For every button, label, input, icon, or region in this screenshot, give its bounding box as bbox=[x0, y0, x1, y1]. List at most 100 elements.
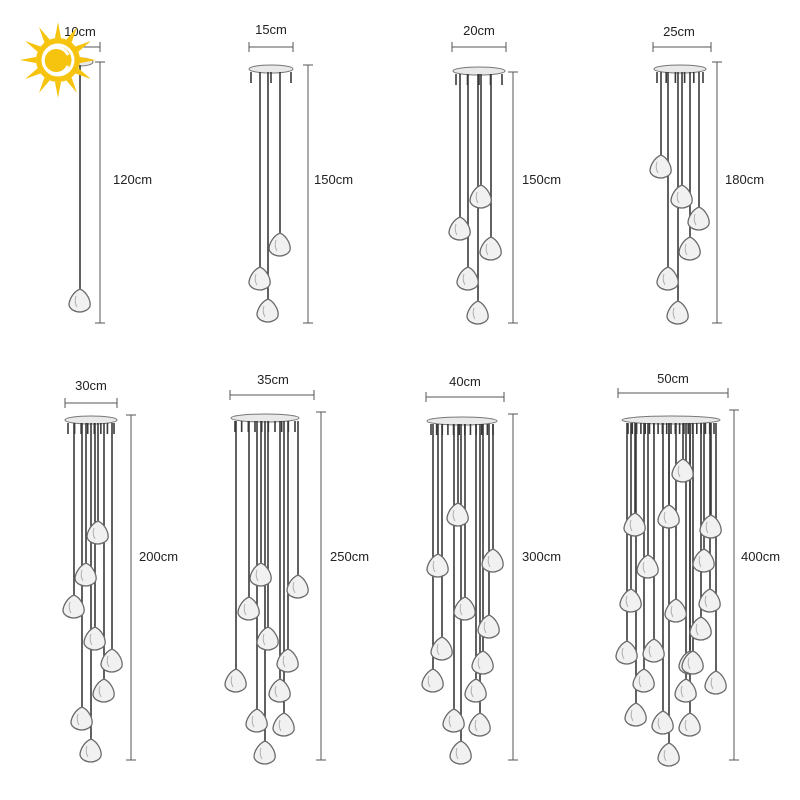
width-dimension: 20cm bbox=[451, 23, 507, 52]
width-label: 15cm bbox=[255, 22, 287, 37]
height-dimension: 200cm bbox=[126, 414, 178, 761]
pendant-shade bbox=[92, 678, 115, 703]
pendant-shade bbox=[666, 300, 689, 325]
width-label: 40cm bbox=[449, 374, 481, 389]
pendant-shade bbox=[678, 712, 701, 737]
lamp-diagram: 35cm 250cm bbox=[224, 372, 369, 765]
ceiling-canopy bbox=[248, 64, 294, 74]
width-dimension: 40cm bbox=[425, 374, 505, 402]
pendant-shade bbox=[249, 562, 272, 587]
height-label: 120cm bbox=[113, 172, 152, 187]
pendant-shade bbox=[421, 668, 444, 693]
pendant-shade bbox=[632, 668, 655, 693]
pendant-shade bbox=[442, 708, 465, 733]
lamp-diagram: 50cm 400cm bbox=[615, 371, 780, 767]
pendant-shade bbox=[224, 668, 247, 693]
height-dimension: 180cm bbox=[712, 61, 764, 324]
height-label: 150cm bbox=[522, 172, 561, 187]
pendant-shade bbox=[253, 740, 276, 765]
lamp-diagram: 40cm 300cm bbox=[421, 374, 561, 765]
pendant-shade bbox=[70, 706, 93, 731]
pendant-shade bbox=[426, 553, 449, 578]
pendant-shade bbox=[698, 588, 721, 613]
width-label: 50cm bbox=[657, 371, 689, 386]
fixture bbox=[615, 415, 727, 767]
lamp-diagram: 25cm 180cm bbox=[649, 24, 764, 325]
height-label: 150cm bbox=[314, 172, 353, 187]
pendant-shade bbox=[245, 708, 268, 733]
pendant-shade bbox=[268, 232, 291, 257]
fixture bbox=[224, 413, 309, 765]
pendant-shade bbox=[664, 598, 687, 623]
pendant-shade bbox=[74, 562, 97, 587]
pendant-shade bbox=[671, 458, 694, 483]
height-label: 200cm bbox=[139, 549, 178, 564]
pendant-shade bbox=[624, 702, 647, 727]
height-label: 180cm bbox=[725, 172, 764, 187]
pendant-shade bbox=[237, 596, 260, 621]
pendant-shade bbox=[68, 288, 91, 313]
pendant-shade bbox=[466, 300, 489, 325]
cord-bundle bbox=[234, 421, 299, 742]
ceiling-canopy bbox=[452, 66, 506, 76]
pendant-shade bbox=[268, 678, 291, 703]
width-label: 35cm bbox=[257, 372, 289, 387]
pendant-shade bbox=[453, 596, 476, 621]
pendant-shade bbox=[479, 236, 502, 261]
pendant-shade bbox=[689, 616, 712, 641]
pendant-shade bbox=[656, 266, 679, 291]
width-dimension: 25cm bbox=[652, 24, 712, 52]
width-dimension: 35cm bbox=[229, 372, 315, 400]
pendant-shade bbox=[430, 636, 453, 661]
height-dimension: 300cm bbox=[508, 413, 561, 761]
cord-bundle bbox=[626, 423, 717, 744]
pendant-shade bbox=[642, 638, 665, 663]
fixture bbox=[248, 64, 294, 323]
pendant-shade bbox=[692, 548, 715, 573]
pendant-shade bbox=[674, 678, 697, 703]
ceiling-canopy bbox=[64, 415, 118, 425]
pendant-shade bbox=[615, 640, 638, 665]
pendant-shade bbox=[83, 626, 106, 651]
pendant-shade bbox=[681, 650, 704, 675]
ceiling-canopy bbox=[426, 416, 498, 426]
height-label: 250cm bbox=[330, 549, 369, 564]
width-label: 20cm bbox=[463, 23, 495, 38]
pendant-shade bbox=[448, 216, 471, 241]
cord-bundle bbox=[250, 72, 292, 300]
pendant-shade bbox=[256, 298, 279, 323]
pendant-shade bbox=[670, 184, 693, 209]
height-dimension: 400cm bbox=[729, 409, 780, 761]
pendant-shade bbox=[481, 548, 504, 573]
height-dimension: 250cm bbox=[316, 411, 369, 761]
pendant-shade bbox=[468, 712, 491, 737]
height-label: 300cm bbox=[522, 549, 561, 564]
pendant-shade bbox=[678, 236, 701, 261]
pendant-shade bbox=[286, 574, 309, 599]
pendant-shade bbox=[446, 502, 469, 527]
pendant-shade bbox=[704, 670, 727, 695]
pendant-shade bbox=[464, 678, 487, 703]
pendant-shade bbox=[657, 504, 680, 529]
ceiling-canopy bbox=[653, 64, 707, 74]
pendant-shade bbox=[469, 184, 492, 209]
pendant-shade bbox=[449, 740, 472, 765]
lamp-diagram: 15cm 150cm bbox=[248, 22, 353, 324]
sun-logo bbox=[20, 22, 96, 98]
width-dimension: 50cm bbox=[617, 371, 729, 398]
pendant-shade bbox=[623, 512, 646, 537]
pendant-shade bbox=[276, 648, 299, 673]
pendant-shade bbox=[619, 588, 642, 613]
pendant-shade bbox=[79, 738, 102, 763]
height-dimension: 150cm bbox=[303, 64, 353, 324]
width-label: 30cm bbox=[75, 378, 107, 393]
lamp-diagram: 30cm 200cm bbox=[62, 378, 178, 763]
lamp-diagram: 20cm 150cm bbox=[448, 23, 561, 325]
fixture bbox=[66, 57, 94, 313]
pendant-shade bbox=[687, 206, 710, 231]
fixture bbox=[421, 416, 504, 765]
height-dimension: 150cm bbox=[508, 71, 561, 324]
pendant-shade bbox=[636, 554, 659, 579]
width-dimension: 30cm bbox=[64, 378, 118, 408]
pendant-shade bbox=[477, 614, 500, 639]
